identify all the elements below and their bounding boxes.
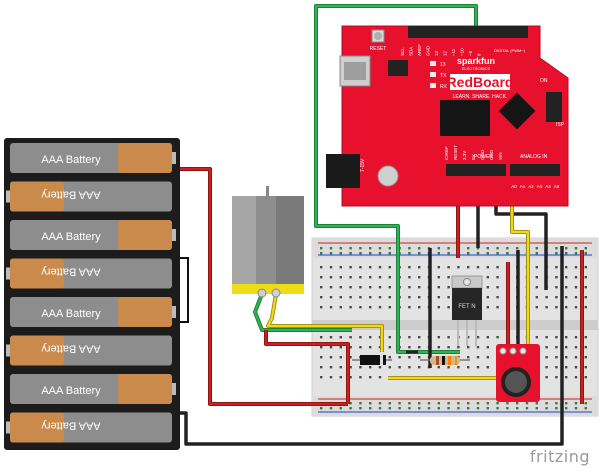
battery-label: AAA Battery [41,189,101,201]
power-pin-label: GND [480,149,485,160]
redboard-brand-sub: ELECTRONICS [462,66,491,71]
header-pin-label: 12 [443,50,448,56]
motor [232,186,304,298]
header-pin-label: ~10 [460,48,465,56]
mosfet: FET N [451,275,483,346]
battery-label: AAA Battery [41,385,101,397]
header-pin-label: 13 [434,50,439,56]
vin-range-label: 7-15V [360,158,366,172]
fritzing-watermark: fritzing [529,447,590,466]
diode [352,355,392,365]
header-pin-label: SCL [400,47,405,56]
analog-pin-label: A2 [528,184,534,189]
battery-label: AAA Battery [41,266,101,278]
wire-black-battery [180,246,564,446]
battery-label: AAA Battery [41,231,101,243]
on-label: ON [540,78,548,84]
led-label: TX [440,73,447,79]
power-pin-label: GND [489,149,494,160]
header-pin-label: GND [426,45,431,56]
analog-pin-label: A5 [554,184,560,189]
redboard-tagline: LEARN. SHARE. HACK. [453,94,508,100]
battery-label: AAA Battery [41,420,101,432]
reset-label: RESET [370,46,387,52]
microphone-board [496,344,540,402]
battery-cell: AAA Battery [10,143,176,173]
analog-pin-label: A4 [545,184,551,189]
analog-in-label: ANALOG IN [520,154,548,160]
battery-cell: AAA Battery [10,374,176,404]
analog-pin-label: A3 [537,184,543,189]
battery-cell: AAA Battery [6,335,172,366]
header-pin-label: ~11 [451,48,456,56]
digital-label: DIGITAL (PWM~) [494,48,526,53]
battery-label: AAA Battery [41,343,101,355]
power-pin-label: 5V [471,154,476,160]
header-pin-label: SDA [409,47,414,56]
power-pin-label: RESET [453,145,458,160]
led-label: 13 [440,62,446,68]
battery-cell: AAA Battery [10,220,176,250]
analog-pin-label: A0 [511,184,517,189]
mosfet-label: FET N [458,304,475,310]
battery-cell: AAA Battery [10,297,176,327]
battery-cell: AAA Battery [6,181,172,212]
led-label: RX [440,84,448,90]
battery-label: AAA Battery [41,154,101,166]
battery-label: AAA Battery [41,308,101,320]
power-label: POWER [474,154,493,160]
battery-cell: AAA Battery [6,258,172,289]
analog-pin-label: A1 [520,184,526,189]
redboard: RESET sparkfun ELECTRONICS RedBoard LEAR… [326,25,569,207]
battery-cell: AAA Battery [6,412,172,443]
power-pin-label: 3.3V [462,151,467,160]
power-pin-label: VIN [498,152,503,160]
isp-label: ISP [556,122,565,128]
header-pin-label: 8 [477,53,482,56]
redboard-title: RedBoard [447,74,514,90]
header-pin-label: ~9 [468,50,473,56]
power-pin-label: IOREF [444,146,449,160]
redboard-brand: sparkfun [457,56,495,66]
header-pin-label: AREF [417,44,422,56]
wires [180,4,584,446]
resistor [420,356,470,365]
